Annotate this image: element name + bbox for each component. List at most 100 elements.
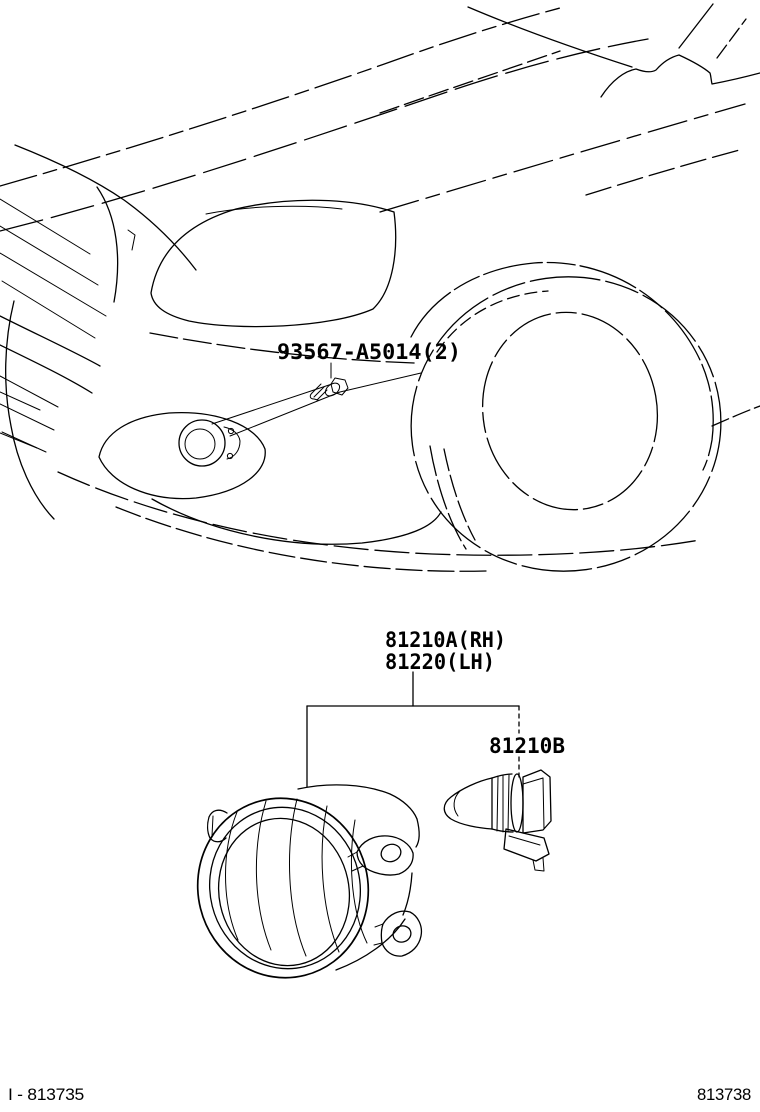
lamp-mid-rim [208,806,362,970]
cowl-line [379,50,561,114]
footer: I - 813735 813738 [8,1085,751,1104]
lamp-mounting-tab-upper [347,835,414,876]
callout-wedge-line [229,372,422,437]
wheel-arch-lip [436,290,549,353]
door-line [585,148,744,196]
tab-link-line [347,851,358,858]
tab-link-line [351,865,364,872]
bumper-step-line [0,391,41,411]
bulb-collar-bottom [491,828,514,833]
bulb-collar-top [491,773,513,779]
part-label-fog-lamp-rh: 81210A(RH) [385,628,506,652]
headlight [150,199,397,328]
grille-slat [0,375,59,408]
tire [410,276,722,572]
fog-lamp-in-bumper [178,419,226,467]
part-label-bulb: 81210B [489,734,565,758]
mud-guard-line [443,448,476,541]
screw-tip [309,392,319,401]
tab-link-line [374,923,384,928]
bracket-screw-dot [227,427,235,435]
lamp-housing-right [415,818,420,848]
bulb-socket-line [508,835,541,846]
grille-slat [0,198,91,255]
grille-slat [0,252,107,317]
lens-reflection-arc [255,800,272,951]
bumper-lip [151,498,442,545]
screw-washer [324,382,341,397]
bulb-illustration [443,769,552,872]
sill-line [711,405,760,427]
fog-lamp-in-bumper-lens [184,428,216,460]
body-seam-line [149,332,416,364]
lamp-housing-bottom [335,918,406,971]
lamp-mounting-tab-lower [373,910,423,957]
tab-hole [380,843,402,863]
tab-link-line [373,942,383,946]
bracket-screw-dot [226,452,234,460]
part-label-screw: 93567-A5014(2) [277,340,461,364]
a-pillar-line [716,18,747,59]
lens-reflection-arc [321,805,340,953]
tab-inner-line [211,815,214,837]
callout-wedge-line [211,383,333,425]
lens-reflection-arc [289,798,307,957]
grille-slat [0,403,55,431]
part-label-fog-lamp-lh: 81220(LH) [385,650,495,674]
bulb-socket-base [503,828,550,862]
mud-guard-line [429,445,467,550]
grille-edge [96,186,119,303]
bumper-strip [0,344,93,394]
bulb-connector-edge [542,777,545,830]
mounting-tab [356,835,414,876]
screw-thread [316,389,328,401]
bumper-corner [5,300,55,520]
wheel-arch [410,261,714,471]
side-mirror [600,54,760,98]
lens-reflection-arc [350,819,368,944]
belt-line [379,103,746,213]
grille-slat [1,431,47,453]
lamp-housing-top [297,784,418,820]
page-code-right: 813738 [697,1085,751,1104]
bulb-connector-edge [522,777,544,785]
screw-thread [313,386,325,398]
car-illustration [0,3,760,572]
wheel-rim [481,311,659,511]
headlight-corner-mark [127,229,136,251]
fog-lamp-recess [98,411,266,500]
grille-slat [1,280,96,339]
bumper-lower-line [57,471,701,556]
fog-lamp-callout: 81210A(RH) 81220(LH) 81210B [306,628,565,788]
fog-lamp-unit-illustration [196,784,423,979]
bulb-flange [510,773,524,833]
tab-hole [392,925,412,943]
bulb-collar-rib [507,774,510,833]
mounting-tab [206,809,228,843]
headlight-inner-line [205,205,343,215]
lamp-housing-right [402,872,413,916]
hood-line [0,38,649,232]
page-code-left: I - 813735 [8,1085,84,1104]
grille-slat [0,225,99,286]
bulb-glass [443,777,493,830]
a-pillar-line [678,3,714,49]
screw-illustration [309,377,349,401]
lamp-mounting-tab-left [206,809,228,843]
bulb-socket-tab [532,857,545,872]
bumper-strip [0,315,101,367]
bulb-glass-dome [453,790,461,817]
bumper-lower-line [115,506,487,572]
hood-front-edge [14,144,197,271]
lens-reflection-arc [225,811,239,941]
lamp-lens [217,817,351,967]
windshield-edge [467,6,633,68]
fog-lamp-bracket [223,426,241,460]
bulb-collar-rib [496,775,499,832]
bumper-step-line [0,432,38,449]
hood-line [0,7,561,187]
screw-thread [311,383,322,394]
screw-callout: 93567-A5014(2) [277,340,461,401]
